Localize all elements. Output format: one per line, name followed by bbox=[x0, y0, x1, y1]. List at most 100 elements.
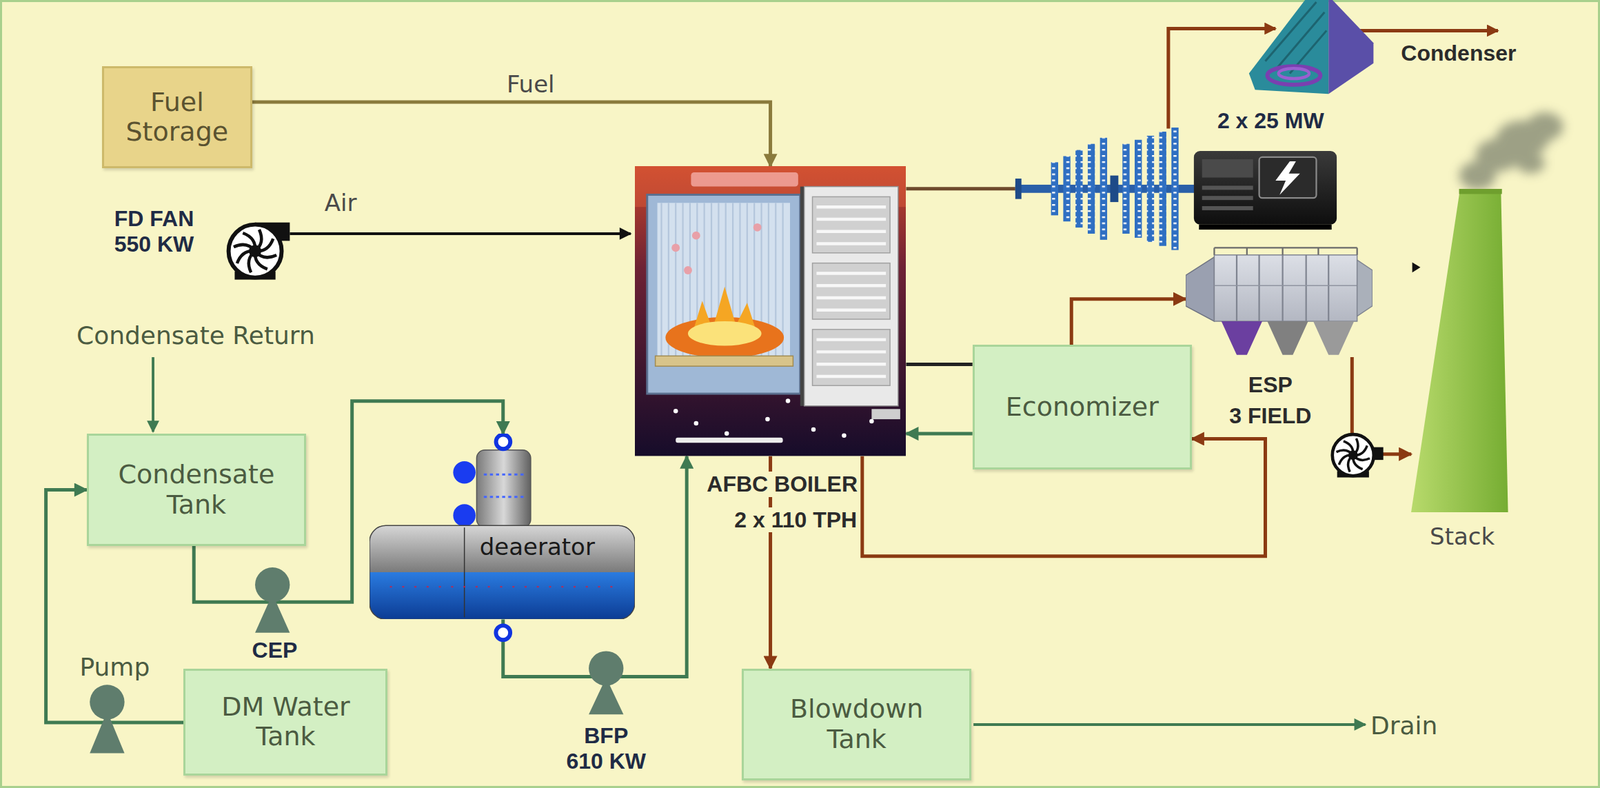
turbine-symbol bbox=[1100, 137, 1108, 240]
turbine-symbol bbox=[1087, 144, 1095, 234]
turbine-symbol bbox=[1109, 175, 1119, 202]
equipment-label: Drain bbox=[1370, 711, 1438, 740]
smoke bbox=[1526, 112, 1563, 141]
boiler-picture bbox=[634, 166, 907, 456]
boiler-illustration: AFBC BOILER2 x 110 TPH bbox=[634, 166, 907, 456]
node-label: 3 FIELD bbox=[1229, 403, 1312, 429]
return-line bbox=[151, 357, 155, 432]
turbine-symbol bbox=[1159, 131, 1167, 247]
boiler-picture bbox=[816, 273, 886, 311]
fan-symbol bbox=[1332, 434, 1374, 476]
esp-picture bbox=[1313, 321, 1354, 356]
return-line bbox=[152, 357, 154, 432]
deaerator-picture bbox=[463, 527, 465, 617]
turbine-symbol bbox=[1062, 155, 1070, 222]
turbine-symbol bbox=[1171, 127, 1179, 251]
flow-line bbox=[1071, 299, 1186, 346]
tank-box: Blowdown Tank bbox=[741, 668, 972, 782]
economizer-box: Economizer bbox=[972, 344, 1192, 470]
plant-illustration bbox=[153, 0, 1564, 725]
label-anchor: Condenser bbox=[1400, 40, 1516, 67]
label-anchor: 2 x 25 MW bbox=[1217, 108, 1325, 134]
generator-symbol bbox=[1202, 159, 1254, 178]
boiler-picture bbox=[816, 206, 886, 244]
label-anchor: Drain bbox=[1370, 711, 1438, 740]
stack-illustration: Stack bbox=[1411, 188, 1509, 513]
boiler-picture bbox=[816, 339, 886, 377]
fan-symbol bbox=[228, 224, 282, 278]
deaerator-picture bbox=[476, 450, 531, 528]
boiler-picture bbox=[654, 356, 793, 367]
boiler-picture bbox=[646, 195, 800, 395]
esp-picture bbox=[1185, 244, 1373, 358]
fan-symbol bbox=[228, 222, 291, 280]
esp-picture bbox=[1185, 257, 1214, 322]
deaerator-picture bbox=[452, 461, 476, 484]
small-arrow bbox=[1412, 261, 1421, 273]
boiler-picture bbox=[803, 186, 898, 407]
deaerator-picture bbox=[452, 503, 476, 527]
boiler-picture bbox=[687, 321, 762, 347]
turbine-symbol bbox=[1015, 127, 1201, 251]
boiler-picture bbox=[785, 398, 791, 404]
flow-line bbox=[252, 102, 771, 167]
label-anchor: ESP bbox=[1248, 372, 1293, 398]
turbine-symbol bbox=[1051, 161, 1059, 216]
boiler-picture bbox=[799, 186, 804, 407]
stack-picture bbox=[1459, 188, 1503, 194]
equipment-label: Condensate Return bbox=[76, 321, 316, 350]
pump-symbol bbox=[89, 684, 125, 720]
turbine-symbol bbox=[1122, 144, 1130, 234]
equipment-label: BFP 610 KW bbox=[563, 723, 648, 775]
fan-symbol bbox=[233, 229, 277, 273]
equipment-label: Pump bbox=[79, 652, 150, 682]
boiler-picture bbox=[675, 437, 783, 443]
boiler-picture bbox=[671, 244, 680, 253]
label-anchor: Pump bbox=[79, 652, 150, 682]
equipment-label: FD FAN 550 KW bbox=[107, 206, 200, 258]
esp-picture bbox=[1305, 255, 1308, 322]
box-label: Condensate Tank bbox=[110, 459, 282, 520]
boiler-picture bbox=[812, 263, 890, 320]
esp-picture bbox=[1327, 255, 1330, 322]
node-label: Stack bbox=[1429, 523, 1495, 551]
boiler-picture bbox=[724, 431, 730, 437]
box-label: Economizer bbox=[1005, 392, 1159, 423]
steam-line bbox=[905, 186, 1015, 191]
label-anchor: Condensate Return bbox=[76, 321, 316, 350]
fan-symbol bbox=[248, 244, 262, 258]
steam-line bbox=[1357, 28, 1498, 33]
smoke bbox=[1459, 112, 1564, 190]
boiler-picture bbox=[869, 419, 875, 424]
generator-symbol bbox=[1193, 150, 1337, 225]
node-label: deaerator bbox=[479, 533, 595, 561]
turbine-symbol bbox=[1015, 178, 1022, 200]
label-anchor: Fuel bbox=[506, 71, 555, 98]
node-label: 2 x 110 TPH bbox=[731, 507, 860, 533]
boiler-picture bbox=[871, 409, 900, 420]
tank-box: Condensate Tank bbox=[86, 433, 307, 546]
boiler-picture bbox=[692, 231, 701, 240]
equipment-label: CEP bbox=[252, 637, 298, 664]
deaerator-picture bbox=[483, 495, 525, 498]
esp-picture bbox=[1213, 248, 1357, 256]
pump-symbol bbox=[588, 650, 624, 715]
fan-symbol bbox=[1348, 450, 1359, 460]
equipment-label: 2 x 25 MW bbox=[1217, 108, 1325, 134]
tank-box: DM Water Tank bbox=[183, 668, 388, 776]
label-anchor: deaerator bbox=[479, 533, 595, 561]
generator-symbol bbox=[1202, 206, 1254, 211]
esp-illustration: ESP3 FIELD bbox=[1185, 244, 1373, 358]
esp-picture bbox=[1357, 259, 1373, 316]
label-anchor: Air bbox=[324, 189, 358, 217]
boiler-picture bbox=[812, 329, 890, 386]
boiler-picture bbox=[634, 166, 907, 456]
boiler-picture bbox=[660, 203, 662, 357]
esp-picture bbox=[1213, 255, 1357, 322]
box-label: DM Water Tank bbox=[200, 692, 371, 753]
deaerator-picture bbox=[369, 433, 635, 620]
stack-picture bbox=[1411, 188, 1509, 513]
deaerator-picture bbox=[369, 525, 635, 620]
